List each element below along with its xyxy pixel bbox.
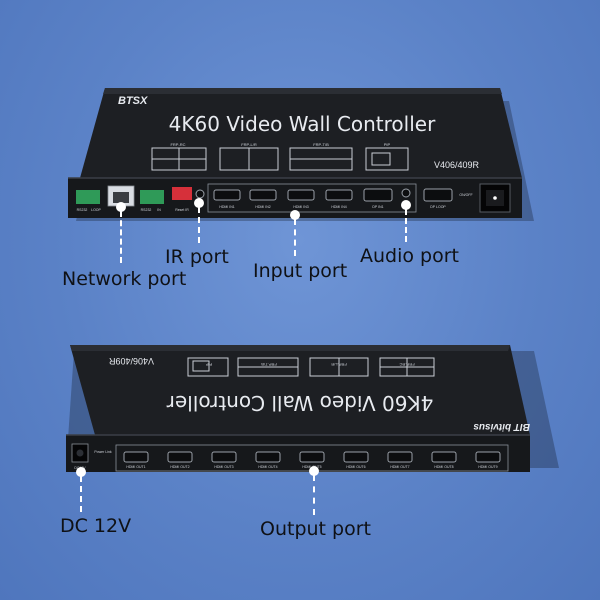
dip-switch bbox=[172, 187, 192, 200]
rs232-loop-terminal bbox=[76, 190, 100, 204]
input-port-leader bbox=[294, 219, 296, 256]
dc-12v-label: DC 12V bbox=[60, 515, 132, 537]
top-port-label-8: HDMI IN3 bbox=[293, 205, 308, 209]
top-device-lid bbox=[80, 88, 522, 178]
top-port-label-1: RS232 bbox=[77, 208, 88, 212]
bottom-port-label-9: HDMI OUT7 bbox=[390, 465, 409, 469]
bottom-port-label-3: HDMI OUT1 bbox=[126, 465, 145, 469]
audio-port-marker bbox=[401, 200, 411, 210]
top-panel-label-4: PIP bbox=[384, 142, 391, 147]
bottom-brand-logo: BIT bitvisus bbox=[473, 421, 530, 432]
hdmi-in-2-port bbox=[249, 189, 277, 201]
hdmi-in-1-port bbox=[213, 189, 241, 201]
hdmi-out-3-port bbox=[211, 451, 237, 463]
hdmi-in-4-port bbox=[325, 189, 353, 201]
bottom-port-label-11: HDMI OUT9 bbox=[478, 465, 497, 469]
dc-12v-leader bbox=[80, 476, 82, 512]
top-port-label-7: HDMI IN2 bbox=[255, 205, 270, 209]
hdmi-out-7-port bbox=[387, 451, 413, 463]
top-port-label-5: Reset IR bbox=[175, 208, 189, 212]
input-port-label: Input port bbox=[253, 260, 348, 282]
bottom-model-number: V406/409R bbox=[108, 356, 154, 366]
ir-port-label: IR port bbox=[165, 246, 229, 268]
bottom-panel-label-1: FRP-RC bbox=[399, 362, 414, 367]
top-port-label-9: HDMI IN4 bbox=[331, 205, 346, 209]
top-port-label-13: ON/OFF bbox=[459, 193, 472, 197]
bottom-port-label-6: HDMI OUT4 bbox=[258, 465, 277, 469]
bottom-port-label-5: HDMI OUT3 bbox=[214, 465, 233, 469]
bottom-port-label-4: HDMI OUT2 bbox=[170, 465, 189, 469]
bottom-panel-label-3: FRP-T/B bbox=[261, 362, 277, 367]
bottom-port-label-10: HDMI OUT8 bbox=[434, 465, 453, 469]
network-port-label: Network port bbox=[62, 268, 187, 290]
hdmi-out-4-port bbox=[255, 451, 281, 463]
bottom-port-label-8: HDMI OUT6 bbox=[346, 465, 365, 469]
output-port-label: Output port bbox=[260, 518, 371, 540]
top-port-label-6: HDMI IN1 bbox=[219, 205, 234, 209]
dp-loop-port bbox=[423, 188, 453, 202]
top-port-label-2: LOOP bbox=[91, 208, 101, 212]
input-port-marker bbox=[290, 210, 300, 220]
bottom-device-back-panel bbox=[66, 435, 530, 472]
dp-in-port bbox=[363, 188, 393, 202]
top-panel-label-3: FRP-T/B bbox=[313, 142, 329, 147]
network-port-leader bbox=[120, 211, 122, 263]
top-port-label-10: DP IN1 bbox=[372, 205, 383, 209]
hdmi-out-8-port bbox=[431, 451, 457, 463]
top-panel-label-2: FRP-L/R bbox=[241, 142, 257, 147]
hdmi-out-2-port bbox=[167, 451, 193, 463]
ir-port-marker bbox=[194, 198, 204, 208]
bottom-port-label-2: Power Link bbox=[94, 450, 112, 454]
bottom-panel-label-2: FRP-L/R bbox=[331, 362, 347, 367]
bottom-device-title: 4K60 Video Wall Controller bbox=[166, 391, 433, 415]
hdmi-out-1-port bbox=[123, 451, 149, 463]
top-port-label-3: RS232 bbox=[141, 208, 152, 212]
hdmi-in-3-port bbox=[287, 189, 315, 201]
ir-port-leader bbox=[198, 207, 200, 243]
top-port-label-4: IN bbox=[157, 208, 161, 212]
dc-12v-marker bbox=[76, 467, 86, 477]
top-device-title: 4K60 Video Wall Controller bbox=[169, 112, 436, 136]
output-port-marker bbox=[309, 466, 319, 476]
hdmi-out-9-port bbox=[475, 451, 501, 463]
network-port-marker bbox=[116, 202, 126, 212]
top-brand-logo: BTSX bbox=[118, 95, 148, 107]
rs232-in-terminal bbox=[140, 190, 164, 204]
hdmi-out-5-port bbox=[299, 451, 325, 463]
hdmi-out-6-port bbox=[343, 451, 369, 463]
audio-port-jack bbox=[401, 188, 411, 198]
bottom-panel-label-4: PIP bbox=[205, 362, 212, 367]
top-port-label-12: DP LOOP bbox=[430, 205, 446, 209]
top-model-number: V406/409R bbox=[434, 160, 480, 170]
audio-port-label: Audio port bbox=[360, 245, 459, 267]
output-port-leader bbox=[313, 475, 315, 515]
audio-port-leader bbox=[405, 209, 407, 242]
top-panel-label-1: FRP-RC bbox=[170, 142, 185, 147]
